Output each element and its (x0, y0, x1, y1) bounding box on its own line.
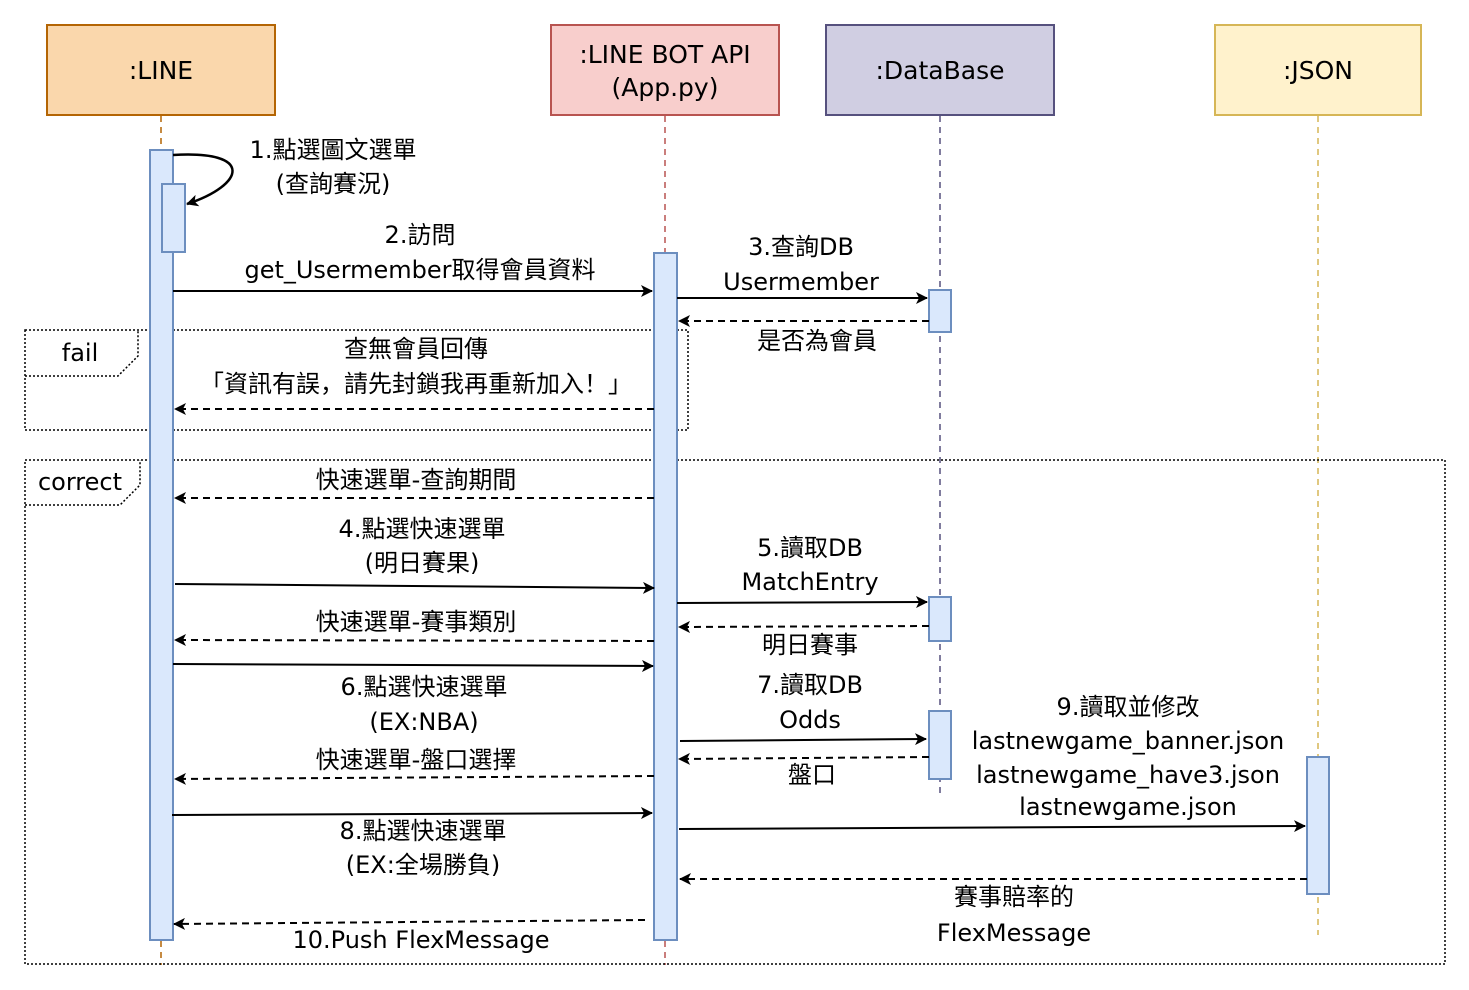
svg-text:(查詢賽況): (查詢賽況) (276, 170, 391, 198)
message-6: 6.點選快速選單 (EX:NBA) (172, 659, 654, 736)
svg-text:FlexMessage: FlexMessage (937, 919, 1091, 947)
message-4: 4.點選快速選單 (明日賽果) (174, 515, 655, 594)
svg-text:10.Push FlexMessage: 10.Push FlexMessage (293, 926, 550, 954)
activation-api (653, 252, 678, 941)
svg-text:(EX:NBA): (EX:NBA) (369, 708, 478, 736)
svg-text:7.讀取DB: 7.讀取DB (757, 671, 863, 699)
svg-text:9.讀取並修改: 9.讀取並修改 (1057, 693, 1200, 721)
message-quick-menu-odds: 快速選單-盤口選擇 (174, 746, 655, 785)
svg-text:Odds: Odds (779, 706, 841, 734)
svg-text:查無會員回傳: 查無會員回傳 (344, 335, 488, 363)
svg-text:get_Usermember取得會員資料: get_Usermember取得會員資料 (244, 256, 595, 284)
fragment-fail: fail (24, 329, 689, 431)
message-2: 2.訪問 get_Usermember取得會員資料 (173, 221, 653, 297)
activation-db-2 (928, 596, 952, 642)
svg-text:盤口: 盤口 (788, 761, 836, 789)
svg-text:「資訊有誤，請先封鎖我再重新加入！」: 「資訊有誤，請先封鎖我再重新加入！」 (200, 370, 632, 398)
svg-text:5.讀取DB: 5.讀取DB (757, 534, 863, 562)
svg-text:(App.py): (App.py) (612, 73, 719, 102)
svg-text:賽事賠率的: 賽事賠率的 (954, 883, 1074, 911)
message-10: 10.Push FlexMessage (173, 917, 646, 954)
svg-text:是否為會員: 是否為會員 (757, 327, 877, 355)
svg-text:(EX:全場勝負): (EX:全場勝負) (346, 851, 500, 879)
svg-text:4.點選快速選單: 4.點選快速選單 (339, 515, 506, 543)
svg-text::LINE BOT API: :LINE BOT API (579, 40, 750, 69)
svg-text:快速選單-賽事類別: 快速選單-賽事類別 (316, 608, 517, 636)
svg-text:3.查詢DB: 3.查詢DB (748, 233, 854, 261)
message-5: 5.讀取DB MatchEntry (676, 534, 928, 609)
activation-line-main (149, 149, 174, 941)
svg-text:fail: fail (62, 339, 99, 367)
participant-line: :LINE (46, 24, 276, 116)
message-9-return: 賽事賠率的 FlexMessage (679, 873, 1307, 947)
svg-text:(明日賽果): (明日賽果) (365, 549, 480, 577)
svg-text:1.點選圖文選單: 1.點選圖文選單 (250, 136, 417, 164)
activation-json (1306, 756, 1330, 895)
svg-text:MatchEntry: MatchEntry (741, 568, 878, 596)
participant-api: :LINE BOT API (App.py) (550, 24, 780, 116)
message-8: 8.點選快速選單 (EX:全場勝負) (171, 807, 653, 879)
svg-text:lastnewgame.json: lastnewgame.json (1019, 793, 1237, 821)
fragment-correct: correct (24, 459, 1446, 965)
svg-text:6.點選快速選單: 6.點選快速選單 (341, 673, 508, 701)
message-3: 3.查詢DB Usermember (677, 233, 928, 304)
participant-json: :JSON (1214, 24, 1422, 116)
svg-text:lastnewgame_banner.json: lastnewgame_banner.json (972, 727, 1284, 755)
svg-text:correct: correct (38, 468, 122, 496)
message-fail-return: 查無會員回傳 「資訊有誤，請先封鎖我再重新加入！」 (174, 335, 654, 415)
svg-text::DataBase: :DataBase (876, 56, 1005, 85)
message-1-self: 1.點選圖文選單 (查詢賽況) (172, 136, 417, 207)
svg-text:快速選單-查詢期間: 快速選單-查詢期間 (316, 466, 517, 494)
message-7: 7.讀取DB Odds (679, 671, 927, 746)
activation-line-self (161, 183, 186, 253)
message-7-return: 盤口 (678, 752, 930, 789)
svg-text::JSON: :JSON (1283, 56, 1353, 85)
message-9: 9.讀取並修改 lastnewgame_banner.json lastnewg… (678, 693, 1306, 833)
svg-text:快速選單-盤口選擇: 快速選單-盤口選擇 (316, 746, 517, 774)
svg-text:2.訪問: 2.訪問 (385, 221, 456, 249)
svg-text::LINE: :LINE (129, 56, 193, 85)
message-5-return: 明日賽事 (678, 620, 930, 659)
message-quick-menu-category: 快速選單-賽事類別 (174, 608, 655, 647)
svg-text:明日賽事: 明日賽事 (762, 631, 858, 659)
participant-database: :DataBase (825, 24, 1055, 116)
svg-text:8.點選快速選單: 8.點選快速選單 (340, 817, 507, 845)
activation-db-1 (928, 289, 952, 333)
message-3-return: 是否為會員 (678, 315, 929, 355)
message-quick-menu-period: 快速選單-查詢期間 (174, 466, 654, 504)
svg-text:Usermember: Usermember (723, 268, 879, 296)
svg-text:lastnewgame_have3.json: lastnewgame_have3.json (976, 761, 1280, 789)
activation-db-3 (928, 710, 952, 780)
